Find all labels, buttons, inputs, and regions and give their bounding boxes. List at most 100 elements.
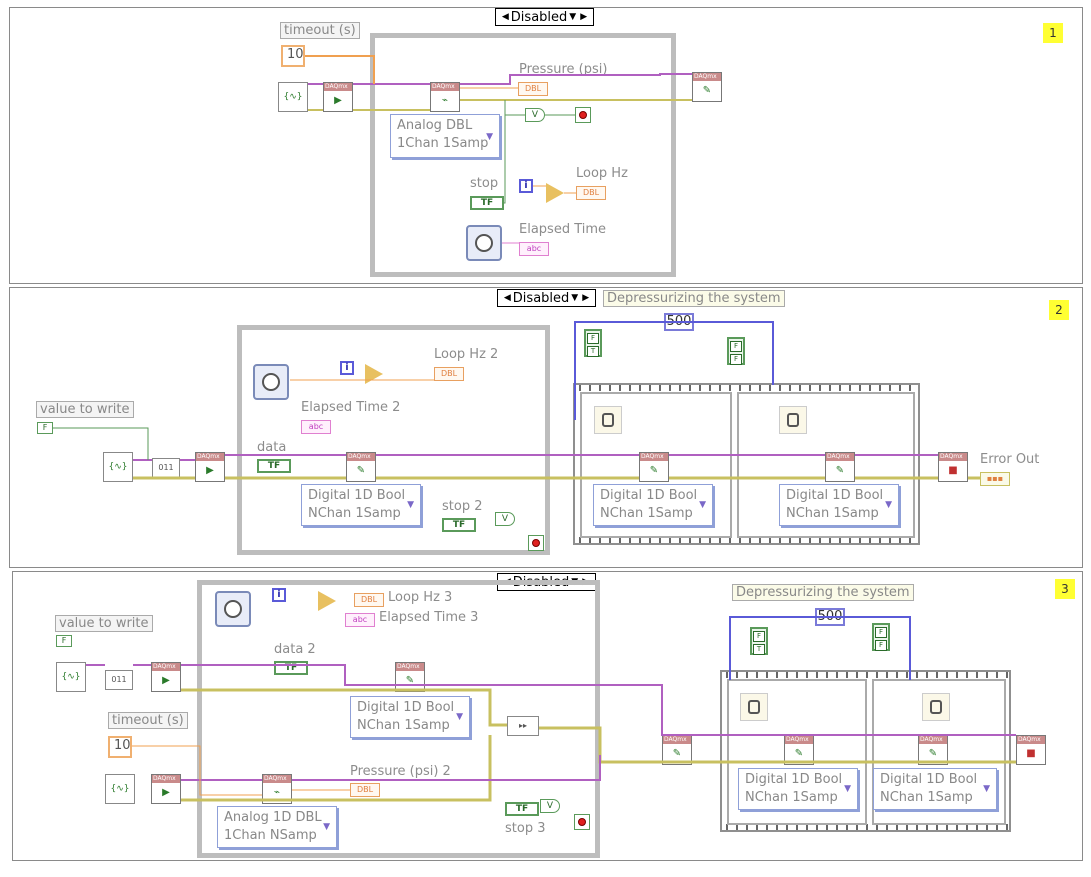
loop-stop-condition-3[interactable]: [574, 814, 590, 830]
polymorphic-dropdown-icon[interactable]: ▼: [983, 784, 990, 794]
elapsed-timer-icon[interactable]: [466, 225, 502, 261]
polymorphic-dropdown-icon[interactable]: ▼: [456, 712, 463, 722]
divide-node-icon: [318, 591, 336, 611]
task-type-selector-1[interactable]: Analog DBL 1Chan 1Samp ▼: [390, 114, 500, 158]
wait-ms-icon-2a: [594, 406, 622, 434]
task-constant-icon[interactable]: 011{∿}: [278, 82, 308, 112]
task-type-line2: 1Chan NSamp: [224, 828, 317, 843]
daqmx-write-vi[interactable]: DAQmx✎: [346, 452, 376, 482]
diagram-disable-selector-2[interactable]: ◀ Disabled ▼ ▶: [497, 289, 596, 307]
depress-comment-2: Depressurizing the system: [603, 290, 785, 307]
task-type-line1: Digital 1D Bool: [745, 772, 843, 787]
wait-ms-icon-3a: [740, 693, 768, 721]
daqmx-clear-task-vi[interactable]: DAQmx■: [1016, 735, 1046, 765]
data-2-control[interactable]: TF: [274, 661, 308, 675]
value-to-write-control[interactable]: F: [56, 635, 72, 647]
panel-badge-2: 2: [1049, 300, 1069, 320]
daqmx-clear-task-vi[interactable]: DAQmx✎: [692, 72, 722, 102]
delay-constant-2[interactable]: 500: [664, 313, 694, 331]
daqmx-start-task-vi-a[interactable]: DAQmx▶: [151, 662, 181, 692]
next-arrow-icon[interactable]: ▶: [580, 12, 588, 22]
timeout-label: timeout (s): [280, 22, 360, 39]
value-to-write-control[interactable]: F: [37, 422, 53, 434]
dropdown-icon[interactable]: ▼: [569, 12, 577, 22]
stop-3-label: stop 3: [505, 821, 546, 836]
while-loop-1[interactable]: [370, 33, 676, 277]
depress-comment-3: Depressurizing the system: [732, 584, 914, 601]
polymorphic-dropdown-icon[interactable]: ▼: [699, 500, 706, 510]
dropdown-icon[interactable]: ▼: [571, 293, 579, 303]
daqmx-write-vi-seq-b[interactable]: DAQmx✎: [825, 452, 855, 482]
task-type-line2: 1Chan 1Samp: [397, 136, 489, 151]
task-type-selector-3b[interactable]: Analog 1D DBL 1Chan NSamp ▼: [217, 806, 337, 848]
polymorphic-dropdown-icon[interactable]: ▼: [486, 132, 493, 142]
panel-badge-3: 3: [1055, 579, 1075, 599]
timeout-control[interactable]: 10: [108, 736, 132, 758]
daqmx-write-vi-outer[interactable]: DAQmx✎: [662, 735, 692, 765]
loop-hz-3-label: Loop Hz 3: [388, 590, 453, 605]
daqmx-read-vi[interactable]: DAQmx⌁: [430, 82, 460, 112]
delay-constant-3[interactable]: 500: [815, 608, 845, 626]
stop-3-button[interactable]: TF: [505, 802, 539, 816]
loop-stop-condition-1[interactable]: [575, 107, 591, 123]
loop-hz-3-indicator: DBL: [354, 593, 384, 607]
stop-button-1[interactable]: TF: [470, 196, 504, 210]
elapsed-timer-icon[interactable]: [215, 591, 251, 627]
daqmx-write-vi-seq-a[interactable]: DAQmx✎: [784, 735, 814, 765]
data-control[interactable]: TF: [257, 459, 291, 473]
iteration-terminal-3: i: [272, 588, 286, 602]
prev-arrow-icon[interactable]: ◀: [503, 293, 511, 303]
daqmx-start-task-vi[interactable]: DAQmx▶: [195, 452, 225, 482]
polymorphic-dropdown-icon[interactable]: ▼: [323, 822, 330, 832]
daqmx-write-vi-seq-b[interactable]: DAQmx✎: [918, 735, 948, 765]
while-loop-2[interactable]: [237, 325, 550, 555]
task-constant-icon[interactable]: {∿}: [56, 662, 86, 692]
daqmx-read-vi[interactable]: DAQmx⌁: [262, 774, 292, 804]
task-type-selector-3c[interactable]: Digital 1D Bool NChan 1Samp ▼: [738, 768, 858, 810]
elapsed-label: Elapsed Time: [519, 222, 607, 237]
task-type-line1: Digital 1D Bool: [880, 772, 978, 787]
diagram-disable-selector-1[interactable]: ◀ Disabled ▼ ▶: [495, 8, 594, 26]
build-array-node: 011: [105, 670, 133, 690]
daqmx-start-task-vi-b[interactable]: DAQmx▶: [151, 774, 181, 804]
elapsed-timer-icon[interactable]: [253, 364, 289, 400]
pressure-2-indicator: DBL: [350, 783, 380, 797]
task-type-selector-3d[interactable]: Digital 1D Bool NChan 1Samp ▼: [873, 768, 997, 810]
task-type-selector-2c[interactable]: Digital 1D Bool NChan 1Samp ▼: [779, 484, 899, 526]
task-type-line2: NChan 1Samp: [357, 718, 450, 733]
stop-2-button[interactable]: TF: [442, 518, 476, 532]
task-type-line2: NChan 1Samp: [745, 790, 838, 805]
task-type-selector-3a[interactable]: Digital 1D Bool NChan 1Samp ▼: [350, 696, 470, 738]
task-constant-icon[interactable]: {∿}: [103, 452, 133, 482]
divide-node-icon: [365, 364, 383, 384]
wait-ms-icon-3b: [922, 693, 950, 721]
task-type-line1: Digital 1D Bool: [786, 488, 884, 503]
daqmx-write-vi-seq-a[interactable]: DAQmx✎: [639, 452, 669, 482]
task-type-selector-2a[interactable]: Digital 1D Bool NChan 1Samp ▼: [301, 484, 421, 526]
task-type-line1: Digital 1D Bool: [357, 700, 455, 715]
task-type-line2: NChan 1Samp: [600, 506, 693, 521]
task-type-line1: Analog DBL: [397, 118, 473, 133]
timeout-control[interactable]: 10: [281, 45, 305, 67]
task-constant-icon[interactable]: {∿}: [105, 774, 135, 804]
polymorphic-dropdown-icon[interactable]: ▼: [885, 500, 892, 510]
elapsed-2-label: Elapsed Time 2: [301, 400, 401, 415]
loop-stop-condition-2[interactable]: [528, 535, 544, 551]
polymorphic-dropdown-icon[interactable]: ▼: [844, 784, 851, 794]
polymorphic-dropdown-icon[interactable]: ▼: [407, 500, 414, 510]
wait-ms-icon-2b: [779, 406, 807, 434]
loop-hz-indicator: DBL: [576, 186, 606, 200]
daqmx-write-vi[interactable]: DAQmx✎: [395, 662, 425, 692]
daqmx-start-task-vi[interactable]: DAQmx▶: [323, 82, 353, 112]
prev-arrow-icon[interactable]: ◀: [501, 12, 509, 22]
pressure-label: Pressure (psi): [519, 62, 608, 77]
task-type-selector-2b[interactable]: Digital 1D Bool NChan 1Samp ▼: [593, 484, 713, 526]
build-array-node: 011: [152, 458, 180, 478]
iteration-terminal-1: i: [519, 179, 533, 193]
next-arrow-icon[interactable]: ▶: [582, 293, 590, 303]
daqmx-clear-task-vi[interactable]: DAQmx■: [938, 452, 968, 482]
